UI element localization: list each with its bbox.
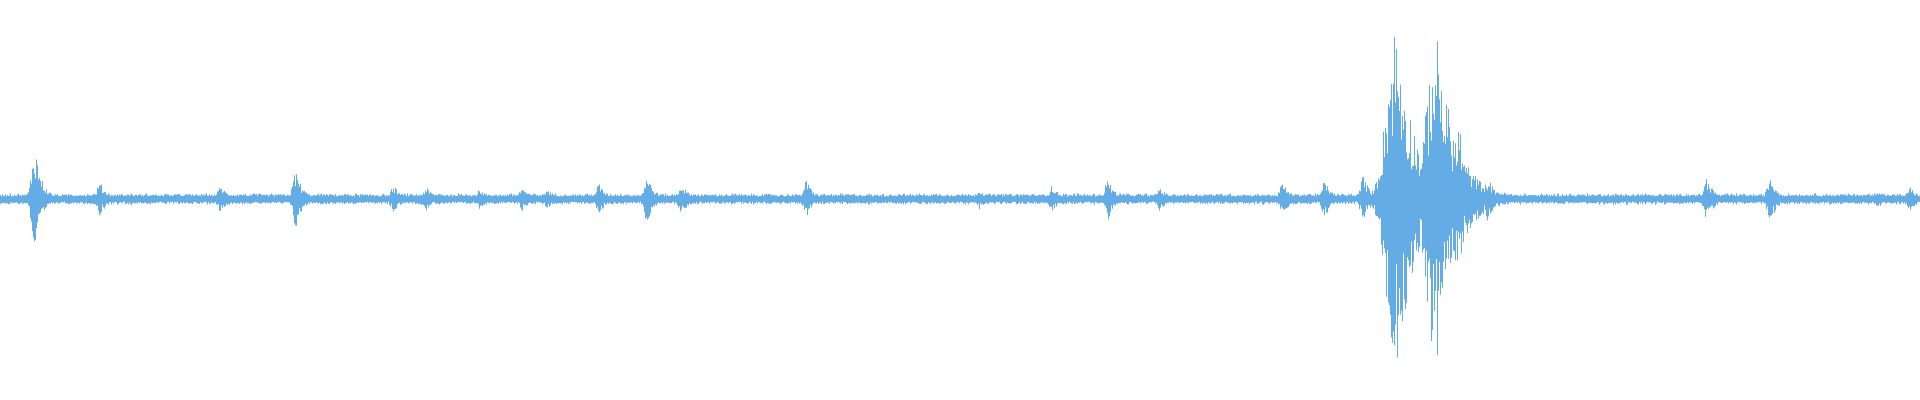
waveform-peaks xyxy=(0,36,1920,358)
waveform-trace xyxy=(0,36,1920,358)
